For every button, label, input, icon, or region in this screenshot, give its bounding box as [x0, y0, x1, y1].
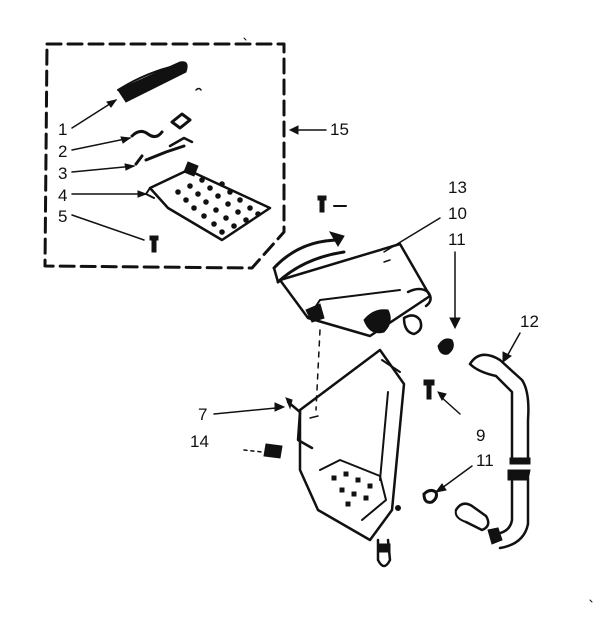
- part-13-curved-bracket: [272, 231, 346, 284]
- part-7-clip: [285, 397, 319, 450]
- callout-1: 1: [58, 120, 67, 139]
- part-11-oring-upper: [437, 338, 454, 355]
- callout-14: 14: [190, 432, 209, 451]
- part-4-perforated-plate: [145, 161, 272, 242]
- callout-11-lower: 11: [476, 451, 494, 470]
- part-2-link: [130, 112, 192, 139]
- part-12-tube: [468, 353, 531, 550]
- inset-dashed-frame: [43, 42, 286, 270]
- connector-sleeve: [454, 502, 490, 532]
- callout-12: 12: [520, 312, 539, 331]
- callout-13: 13: [448, 178, 467, 197]
- part-3-clip: [134, 136, 194, 166]
- base-plate: [298, 348, 406, 568]
- callout-4: 4: [58, 186, 67, 205]
- callout-5: 5: [58, 207, 67, 226]
- part-9-screw: [423, 379, 461, 415]
- part-14-block: [243, 443, 283, 459]
- inset-leader-lines: [71, 99, 147, 241]
- callout-3: 3: [58, 164, 67, 183]
- callout-10: 10: [448, 204, 467, 223]
- callout-7: 7: [198, 405, 207, 424]
- part-11-oring-lower: [422, 488, 438, 504]
- callout-2: 2: [58, 142, 67, 161]
- callout-15: 15: [330, 120, 349, 139]
- screw-top: [317, 195, 347, 213]
- callout-9: 9: [476, 426, 485, 445]
- inset-arrowheads: [106, 99, 148, 198]
- callout-11-upper: 11: [448, 230, 466, 249]
- part-5-screw: [149, 235, 159, 253]
- part-10-housing: [278, 242, 432, 338]
- part-1-handle: [117, 61, 188, 103]
